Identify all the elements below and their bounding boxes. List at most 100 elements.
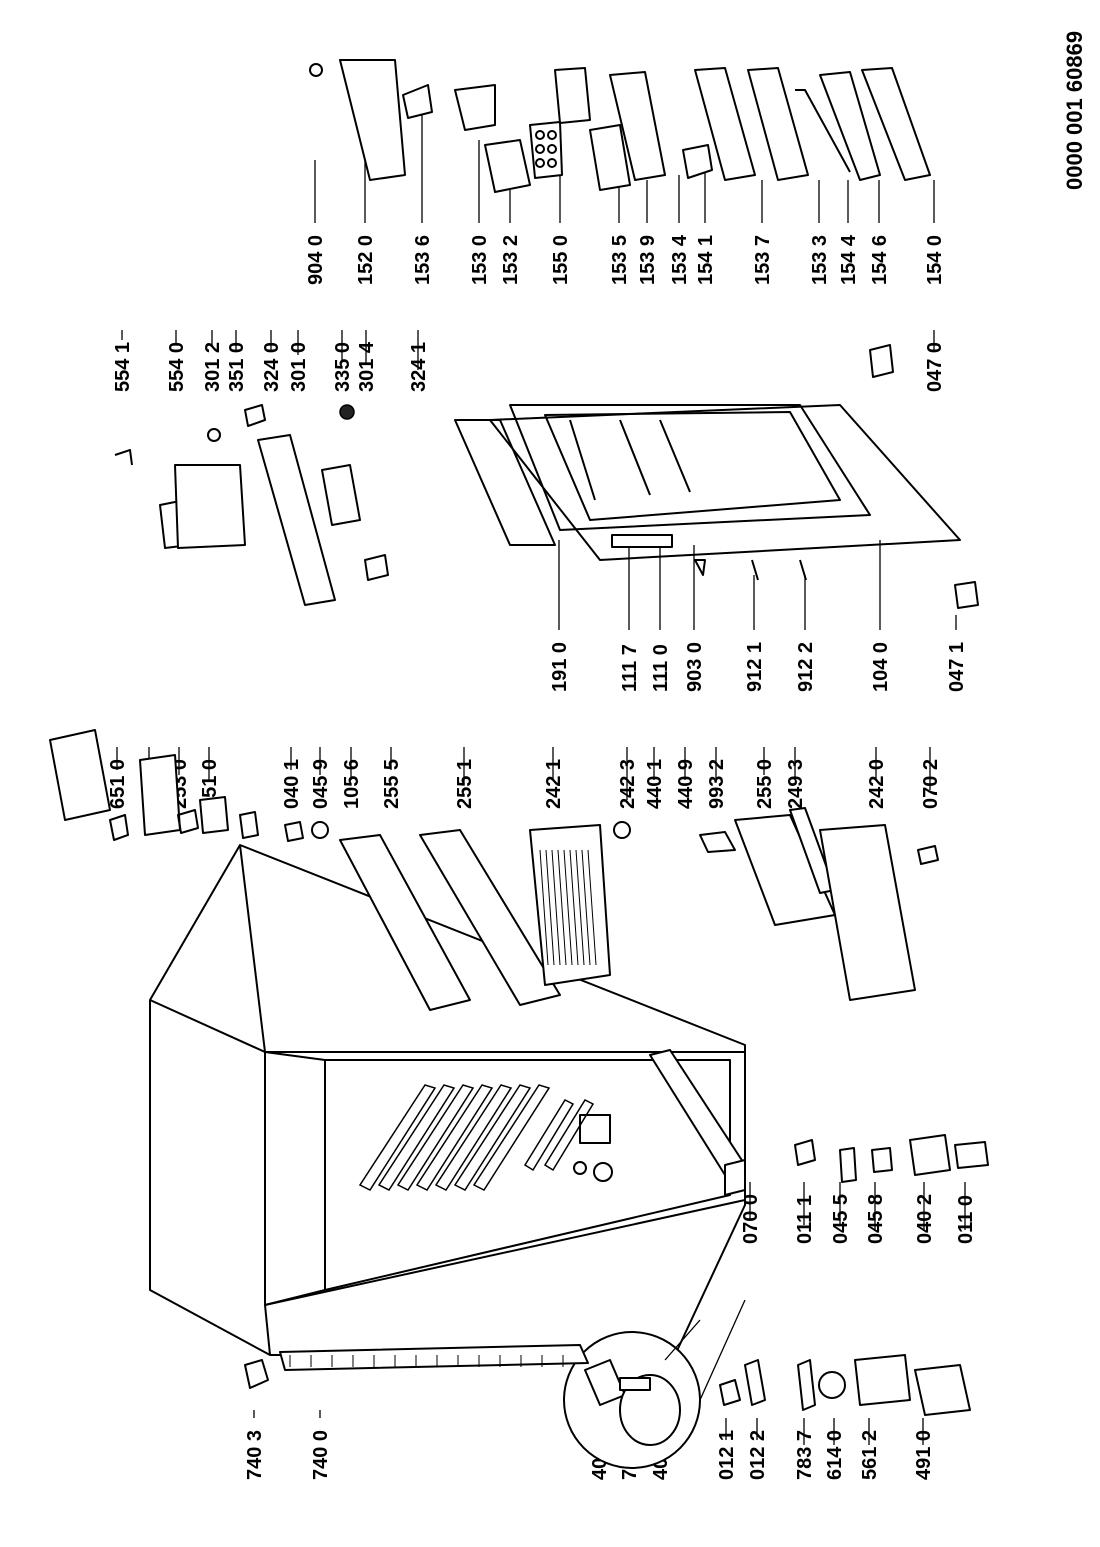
door-ribs — [569, 419, 691, 501]
part-label-191-0: 191 0 — [549, 540, 571, 692]
part-0110 — [954, 1141, 989, 1169]
drawer-grille — [539, 849, 549, 966]
part-label-105-6: 105 6 — [341, 747, 363, 809]
part-label-text: 301 4 — [356, 341, 378, 392]
part-0459 — [284, 821, 304, 842]
part-label-text: 740 3 — [244, 1430, 266, 1480]
part-label-440-1: 440 1 — [644, 747, 666, 809]
door-inner-panel — [544, 411, 841, 521]
part-label-242-0: 242 0 — [866, 747, 888, 809]
drawer-grille — [569, 849, 579, 966]
part-label-242-3: 242 3 — [617, 747, 639, 809]
drawer-grille — [575, 849, 585, 966]
part-label-text: 070 0 — [740, 1194, 762, 1244]
part-label-text: 651 0 — [107, 759, 129, 809]
lower-rail — [523, 1099, 575, 1172]
part-1110-hinge — [611, 534, 673, 548]
part-label-text: 111 0 — [650, 644, 672, 692]
egg-cup — [547, 158, 557, 168]
part-label-614-0: 614 0 — [824, 1418, 846, 1480]
part-label-104-0: 104 0 — [870, 540, 892, 692]
part-2421-drawer — [529, 824, 611, 986]
document-code: 0000 001 60869 — [1062, 31, 1087, 190]
part-1536 — [402, 84, 433, 119]
part-1535 — [554, 67, 591, 124]
part-2420-crisper — [819, 824, 916, 1001]
liner-edges — [264, 1051, 326, 1306]
part-3510 — [207, 428, 221, 442]
part-1040-gasket — [489, 404, 961, 561]
inner-liner — [324, 1059, 731, 1291]
part-label-text: 153 2 — [500, 235, 522, 285]
door-assembly — [454, 344, 979, 609]
part-label-040-1: 040 1 — [281, 747, 303, 809]
part-0471 — [954, 581, 979, 609]
part-label-040-2: 040 2 — [914, 1182, 936, 1244]
part-label-012-2: 012 2 — [747, 1418, 769, 1480]
part-label-153-6: 153 6 — [412, 110, 434, 285]
cabinet-outline — [149, 844, 746, 1356]
part-label-text: 154 6 — [869, 235, 891, 285]
part-label-text: 153 6 — [412, 235, 434, 285]
part-label-text: 040 2 — [914, 1194, 936, 1244]
part-label-153-2: 153 2 — [500, 190, 522, 285]
part-label-text: 011 1 — [794, 1195, 816, 1244]
part-3241 — [364, 554, 389, 581]
part-label-111-7: 111 7 — [619, 540, 641, 692]
part-label-text: 040 1 — [281, 759, 303, 809]
part-label-text: 491 0 — [913, 1430, 935, 1480]
part-label-text: 047 0 — [924, 342, 946, 392]
part-label-text: 152 0 — [355, 235, 377, 285]
part-1544-bar — [795, 89, 851, 173]
cabinet-edge-3 — [264, 1304, 271, 1356]
part-1532 — [484, 139, 531, 193]
part-1541 — [682, 144, 713, 179]
part-label-text: 783 7 — [794, 1430, 816, 1480]
part-label-153-4: 153 4 — [669, 175, 691, 285]
part-label-text: 255 5 — [381, 759, 403, 809]
part-1537 — [694, 67, 756, 181]
part-label-text: 153 7 — [752, 235, 774, 285]
part-label-text: 903 0 — [684, 642, 706, 692]
part-0111 — [794, 1139, 816, 1166]
shelf-rail — [377, 1084, 456, 1191]
part-3012 — [174, 464, 246, 549]
part-label-text: 154 1 — [695, 235, 717, 285]
part-2555-shelf — [339, 834, 471, 1011]
part-label-561-2: 561 2 — [859, 1418, 881, 1480]
part-label-text: 440 1 — [644, 759, 666, 809]
part-label-912-1: 912 1 — [744, 575, 766, 692]
part-6140 — [818, 1371, 846, 1399]
part-label-text: 045 8 — [865, 1194, 887, 1244]
part-label-440-9: 440 9 — [675, 747, 697, 809]
part-label-text: 249 3 — [785, 759, 807, 809]
drawer-grille — [545, 849, 555, 966]
part-1056 — [311, 821, 329, 839]
part-label-045-8: 045 8 — [865, 1182, 887, 1244]
part-label-153-0: 153 0 — [469, 140, 491, 285]
part-label-740-3: 740 3 — [244, 1410, 266, 1480]
part-label-text: 251 0 — [199, 759, 221, 809]
part-label-text: 154 0 — [924, 235, 946, 285]
part-label-324-0: 324 0 — [261, 330, 283, 392]
part-label-912-2: 912 2 — [795, 575, 817, 692]
part-label-text: 324 0 — [261, 342, 283, 392]
part-label-554-1: 554 1 — [112, 330, 134, 392]
part-label-491-0: 491 0 — [913, 1418, 935, 1480]
part-label-text: 554 1 — [112, 342, 134, 392]
part-label-text: 351 0 — [226, 342, 248, 392]
small-hardware — [719, 1134, 989, 1416]
part-label-012-1: 012 1 — [716, 1418, 738, 1480]
part-label-text: 912 1 — [744, 642, 766, 692]
door-bins — [309, 59, 931, 193]
part-0402 — [909, 1134, 951, 1176]
part-egg-tray — [529, 121, 563, 179]
part-label-text: 153 9 — [637, 235, 659, 285]
part-label-011-1: 011 1 — [794, 1182, 816, 1244]
egg-cup — [547, 130, 557, 140]
part-label-045-5: 045 5 — [830, 1182, 852, 1244]
part-label-070-0: 070 0 — [740, 1182, 762, 1244]
part-label-047-0: 047 0 — [924, 330, 946, 392]
